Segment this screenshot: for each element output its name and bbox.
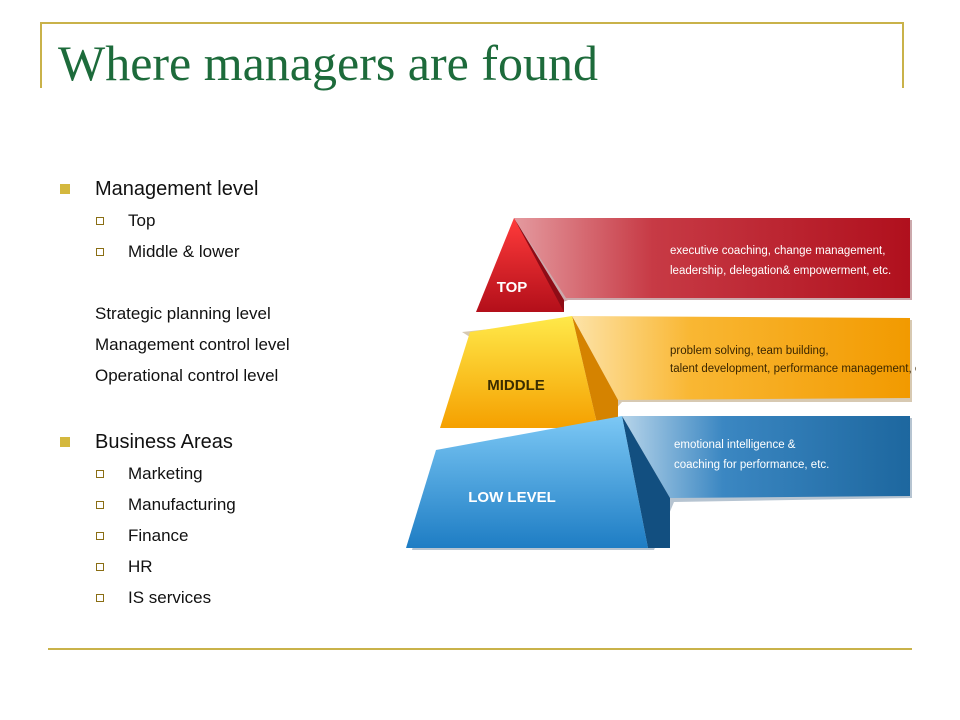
list-item: Marketing <box>128 464 203 483</box>
planning-level-text: Operational control level <box>95 366 279 385</box>
planning-level-text: Strategic planning level <box>95 304 271 323</box>
tier-label-top: TOP <box>497 279 528 296</box>
square-bullet-icon <box>60 184 70 194</box>
hollow-square-bullet-icon <box>96 594 104 602</box>
tier-description-line: executive coaching, change management, <box>670 245 885 257</box>
tier-description-line: problem solving, team building, <box>670 345 829 357</box>
square-bullet-icon <box>60 437 70 447</box>
list-item: Middle & lower <box>128 242 240 261</box>
list-heading-management-level: Management level <box>95 178 259 200</box>
hollow-square-bullet-icon <box>96 532 104 540</box>
list-heading-business-areas: Business Areas <box>95 431 233 453</box>
tier-description-line: emotional intelligence & <box>674 439 796 451</box>
frame-bottom-rule <box>48 648 912 650</box>
pyramid-tier-low: LOW LEVEL emotional intelligence & coach… <box>406 416 912 550</box>
hollow-square-bullet-icon <box>96 501 104 509</box>
list-item: IS services <box>128 588 212 607</box>
hollow-square-bullet-icon <box>96 563 104 571</box>
pyramid-tier-top: TOP executive coaching, change managemen… <box>476 218 912 312</box>
slide-title: Where managers are found <box>58 35 598 91</box>
tier-description-line: talent development, performance manageme… <box>670 363 916 375</box>
hollow-square-bullet-icon <box>96 217 104 225</box>
frame-left-rule <box>40 22 42 88</box>
list-item: HR <box>128 557 153 576</box>
frame-top-rule <box>40 22 904 24</box>
tier-description-line: leadership, delegation& empowerment, etc… <box>670 265 891 277</box>
management-pyramid-diagram: TOP executive coaching, change managemen… <box>406 218 916 550</box>
list-item: Top <box>128 211 156 230</box>
hollow-square-bullet-icon <box>96 470 104 478</box>
planning-level-text: Management control level <box>95 335 290 354</box>
frame-right-rule <box>902 22 904 88</box>
tier-label-middle: MIDDLE <box>487 377 545 394</box>
pyramid-tier-middle: MIDDLE problem solving, team building, t… <box>440 316 916 428</box>
list-item: Manufacturing <box>128 495 236 514</box>
list-item: Finance <box>128 526 189 545</box>
tier-label-low: LOW LEVEL <box>468 489 556 506</box>
tier-description-line: coaching for performance, etc. <box>674 459 829 471</box>
hollow-square-bullet-icon <box>96 248 104 256</box>
